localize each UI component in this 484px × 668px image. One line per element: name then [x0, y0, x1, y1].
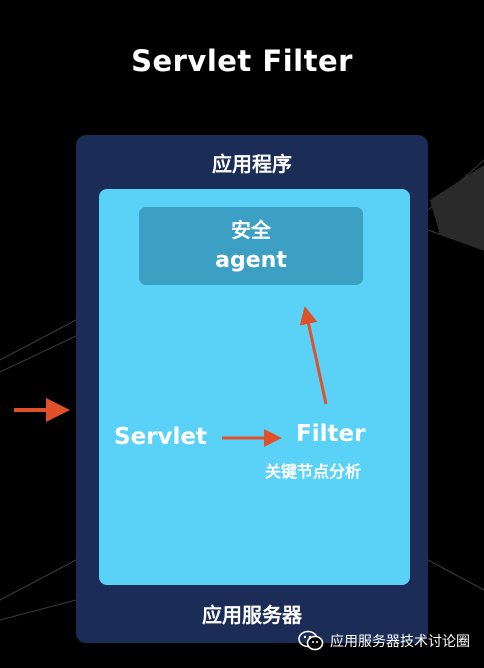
- filter-sublabel: 关键节点分析: [265, 462, 362, 481]
- servlet-label: Servlet: [114, 424, 207, 450]
- filter-label: Filter: [296, 421, 366, 447]
- agent-label-security: 安全: [231, 218, 271, 242]
- agent-label-agent: agent: [215, 248, 287, 273]
- diagram-title: Servlet Filter: [131, 44, 353, 78]
- watermark-text: 应用服务器技术讨论圈: [330, 634, 470, 650]
- security-agent-box: 安全 agent: [139, 207, 363, 285]
- wechat-icon: [298, 630, 324, 651]
- filter-to-agent-arrow: [299, 306, 328, 405]
- watermark: 应用服务器技术讨论圈: [298, 630, 470, 652]
- application-label: 应用程序: [212, 152, 292, 176]
- application-server-label: 应用服务器: [202, 603, 302, 627]
